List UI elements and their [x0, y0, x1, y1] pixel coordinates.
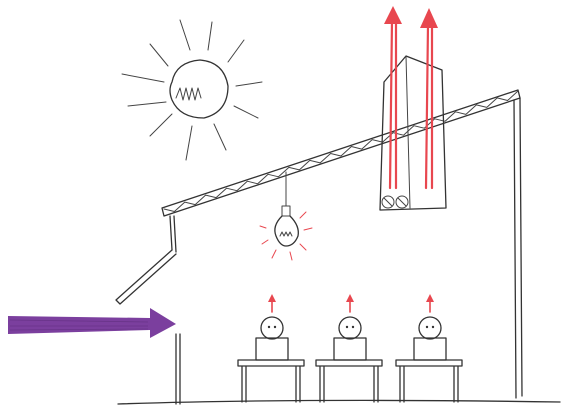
chimney-icon: [379, 55, 447, 211]
ground-line: [117, 399, 561, 405]
heat-exhaust-arrowhead-left: [384, 6, 402, 24]
heat-exhaust-arrow-right: [424, 22, 434, 190]
desk-icon: [395, 359, 463, 403]
occupant-body: [333, 337, 367, 361]
heat-rise-arrowhead: [426, 294, 434, 302]
occupant-eye: [425, 325, 429, 329]
desk-icon: [237, 359, 305, 403]
occupant-head: [418, 316, 442, 340]
occupant-eye: [345, 325, 349, 329]
left-wall-upper: [169, 215, 177, 253]
occupant-icon: [315, 294, 383, 403]
occupant-head: [260, 316, 284, 340]
heat-rise-arrowhead: [346, 294, 354, 302]
occupant-head: [338, 316, 362, 340]
heat-exhaust-arrow-left: [388, 18, 398, 190]
occupant-eye: [273, 325, 277, 329]
occupant-body: [255, 337, 289, 361]
roof-truss: [161, 89, 521, 217]
right-wall: [513, 97, 523, 399]
desk-icon: [315, 359, 383, 403]
occupants: [237, 294, 463, 403]
occupant-body: [413, 337, 447, 361]
sun-icon: [121, 19, 263, 161]
occupant-eye: [351, 325, 355, 329]
occupant-eye: [431, 325, 435, 329]
air-inflow-arrow-icon: [8, 308, 176, 338]
heat-rise-arrowhead: [268, 294, 276, 302]
left-wall-lower: [175, 333, 181, 405]
window-flap: [115, 249, 177, 305]
occupant-icon: [237, 294, 305, 403]
heat-exhaust-arrows: [384, 6, 438, 190]
occupant-icon: [395, 294, 463, 403]
heat-exhaust-arrowhead-right: [420, 8, 438, 28]
light-bulb-icon: [259, 171, 313, 261]
occupant-eye: [267, 325, 271, 329]
